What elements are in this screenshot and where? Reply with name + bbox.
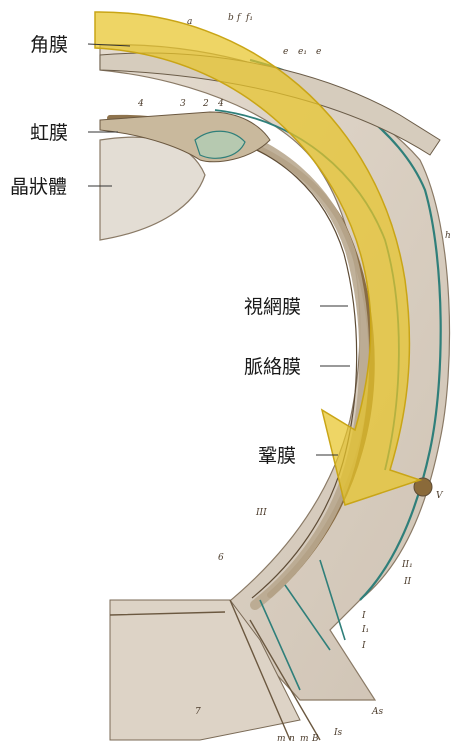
mark-4: 4: [137, 99, 144, 109]
iris-label: 虹膜: [30, 122, 68, 144]
retina-label: 視網膜: [244, 296, 301, 318]
mark-V: V: [436, 491, 444, 501]
lens-label: 晶狀體: [10, 176, 67, 198]
mark-II: II: [403, 577, 412, 587]
mark-II1: II₁: [401, 560, 413, 570]
mark-b: b: [228, 13, 234, 23]
mark-I: I: [361, 611, 366, 621]
sclera-label: 鞏膜: [258, 445, 296, 467]
mark-m: m: [277, 734, 286, 744]
mark-a: a: [187, 17, 192, 27]
mark-e2: e: [316, 47, 321, 57]
mark-Is: Is: [333, 728, 343, 738]
mark-3: 3: [180, 99, 186, 109]
direction-arrow: [95, 12, 420, 505]
mark-m2: m: [300, 734, 309, 744]
mark-III: III: [255, 508, 267, 518]
mark-e: e: [283, 47, 288, 57]
mark-2: 2: [202, 99, 209, 109]
mark-f1: f₁: [245, 13, 253, 23]
mark-n: n: [289, 734, 295, 744]
cornea-label: 角膜: [30, 34, 68, 56]
mark-f: f: [236, 13, 242, 23]
mark-6: 6: [218, 553, 224, 563]
mark-I1: I₁: [361, 625, 369, 635]
mark-h: h: [445, 231, 451, 241]
mark-B: B: [311, 734, 319, 744]
choroid-label: 脈絡膜: [244, 356, 301, 378]
mark-e1: e₁: [298, 47, 307, 57]
mark-4b: 4: [217, 99, 224, 109]
mark-I2: I: [361, 641, 366, 651]
mark-7: 7: [195, 707, 201, 717]
mark-As: As: [371, 707, 383, 717]
